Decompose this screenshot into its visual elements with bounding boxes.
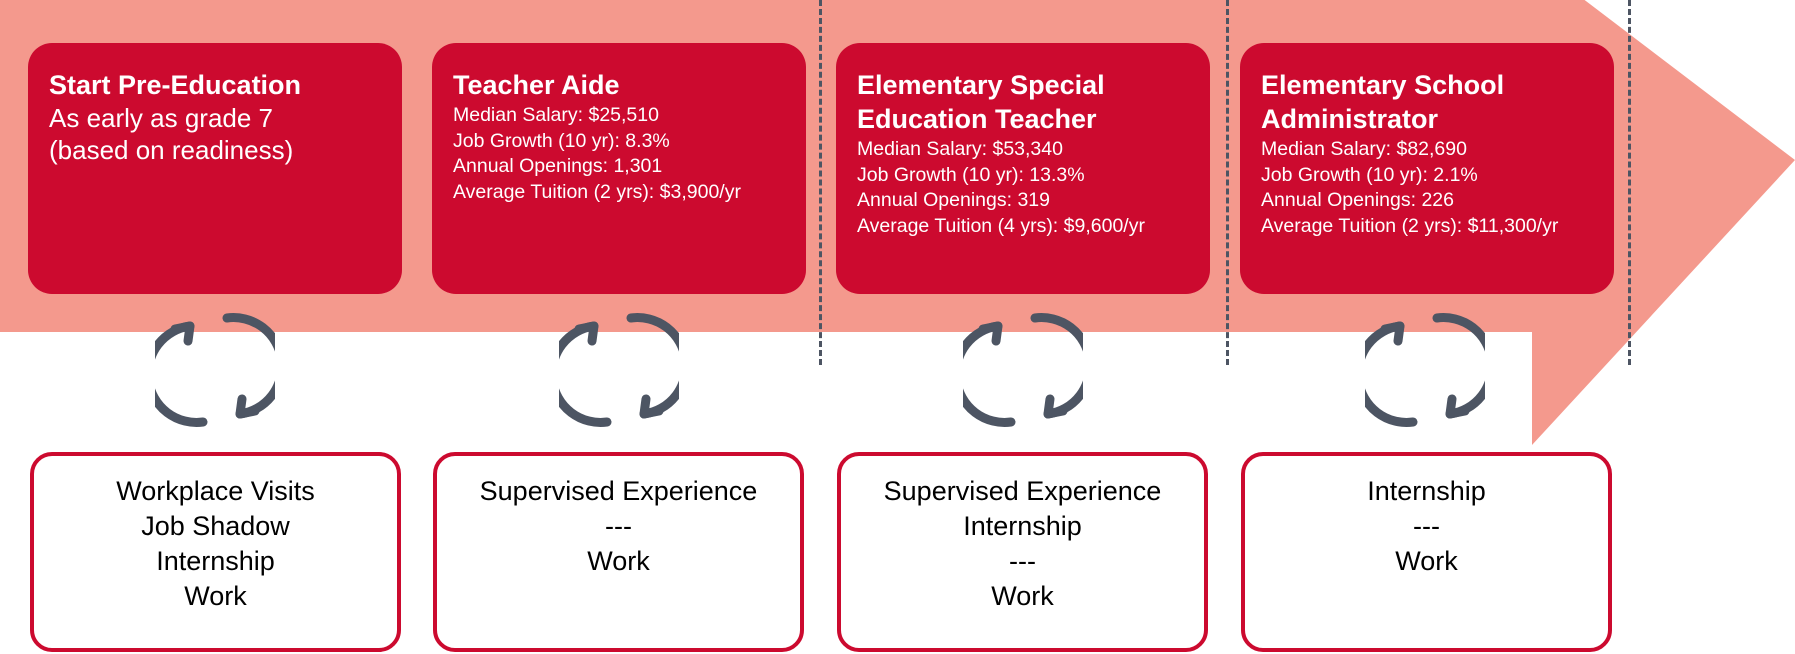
experience-line: ---	[605, 511, 632, 541]
stage-title: Start Pre-Education	[49, 70, 302, 100]
stage-card-school-administrator: Elementary School Administrator Median S…	[1240, 43, 1614, 294]
experience-line: ---	[1009, 546, 1036, 576]
stage-subtitle-line: (based on readiness)	[49, 135, 294, 165]
experience-box-school-administrator: Internship --- Work	[1241, 452, 1612, 652]
experience-line: Work	[184, 581, 247, 611]
stat-annual-openings: Annual Openings: 319	[857, 189, 1050, 211]
experience-line: Supervised Experience	[479, 476, 758, 506]
cycle-arrows-icon	[963, 313, 1083, 427]
stage-card-special-education-teacher: Elementary Special Education Teacher Med…	[836, 43, 1210, 294]
experience-line: Supervised Experience	[883, 476, 1162, 506]
experience-box-teacher-aide: Supervised Experience --- Work	[433, 452, 804, 652]
stat-median-salary: Median Salary: $53,340	[857, 138, 1063, 160]
stat-average-tuition: Average Tuition (2 yrs): $11,300/yr	[1261, 214, 1559, 237]
stage-title: Elementary Special Education Teacher	[857, 70, 1105, 134]
stat-median-salary: Median Salary: $82,690	[1261, 138, 1467, 160]
experience-line: Work	[587, 546, 650, 576]
stat-average-tuition: Average Tuition (4 yrs): $9,600/yr	[857, 214, 1145, 237]
cycle-arrows-icon	[1365, 313, 1485, 427]
experience-line: ---	[1413, 511, 1440, 541]
divider-line	[1226, 0, 1229, 365]
stat-average-tuition: Average Tuition (2 yrs): $3,900/yr	[453, 180, 741, 203]
stat-annual-openings: Annual Openings: 226	[1261, 189, 1454, 211]
stat-job-growth: Job Growth (10 yr): 13.3%	[857, 163, 1085, 186]
stage-stats: Median Salary: $82,690 Job Growth (10 yr…	[1261, 137, 1594, 239]
experience-line: Internship	[1367, 476, 1486, 506]
stat-annual-openings: Annual Openings: 1,301	[453, 155, 663, 177]
experience-line: Work	[991, 581, 1054, 611]
stage-stats: Median Salary: $25,510 Job Growth (10 yr…	[453, 103, 786, 205]
stat-job-growth: Job Growth (10 yr): 2.1%	[1261, 163, 1478, 186]
experience-box-pre-education: Workplace Visits Job Shadow Internship W…	[30, 452, 401, 652]
stage-card-pre-education: Start Pre-Education As early as grade 7 …	[28, 43, 402, 294]
experience-box-special-education-teacher: Supervised Experience Internship --- Wor…	[837, 452, 1208, 652]
divider-line	[1628, 0, 1631, 365]
stat-job-growth: Job Growth (10 yr): 8.3%	[453, 129, 670, 152]
experience-line: Internship	[156, 546, 275, 576]
experience-line: Work	[1395, 546, 1458, 576]
stage-title: Elementary School Administrator	[1261, 70, 1505, 134]
stage-stats: Median Salary: $53,340 Job Growth (10 yr…	[857, 137, 1190, 239]
experience-line: Job Shadow	[141, 511, 290, 541]
cycle-arrows-icon	[559, 313, 679, 427]
experience-line: Internship	[963, 511, 1082, 541]
stat-median-salary: Median Salary: $25,510	[453, 104, 659, 126]
experience-line: Workplace Visits	[116, 476, 315, 506]
stage-card-teacher-aide: Teacher Aide Median Salary: $25,510 Job …	[432, 43, 806, 294]
cycle-arrows-icon	[155, 313, 275, 427]
divider-line	[819, 0, 822, 365]
stage-subtitle-line: As early as grade 7	[49, 103, 274, 133]
stage-title: Teacher Aide	[453, 70, 620, 100]
